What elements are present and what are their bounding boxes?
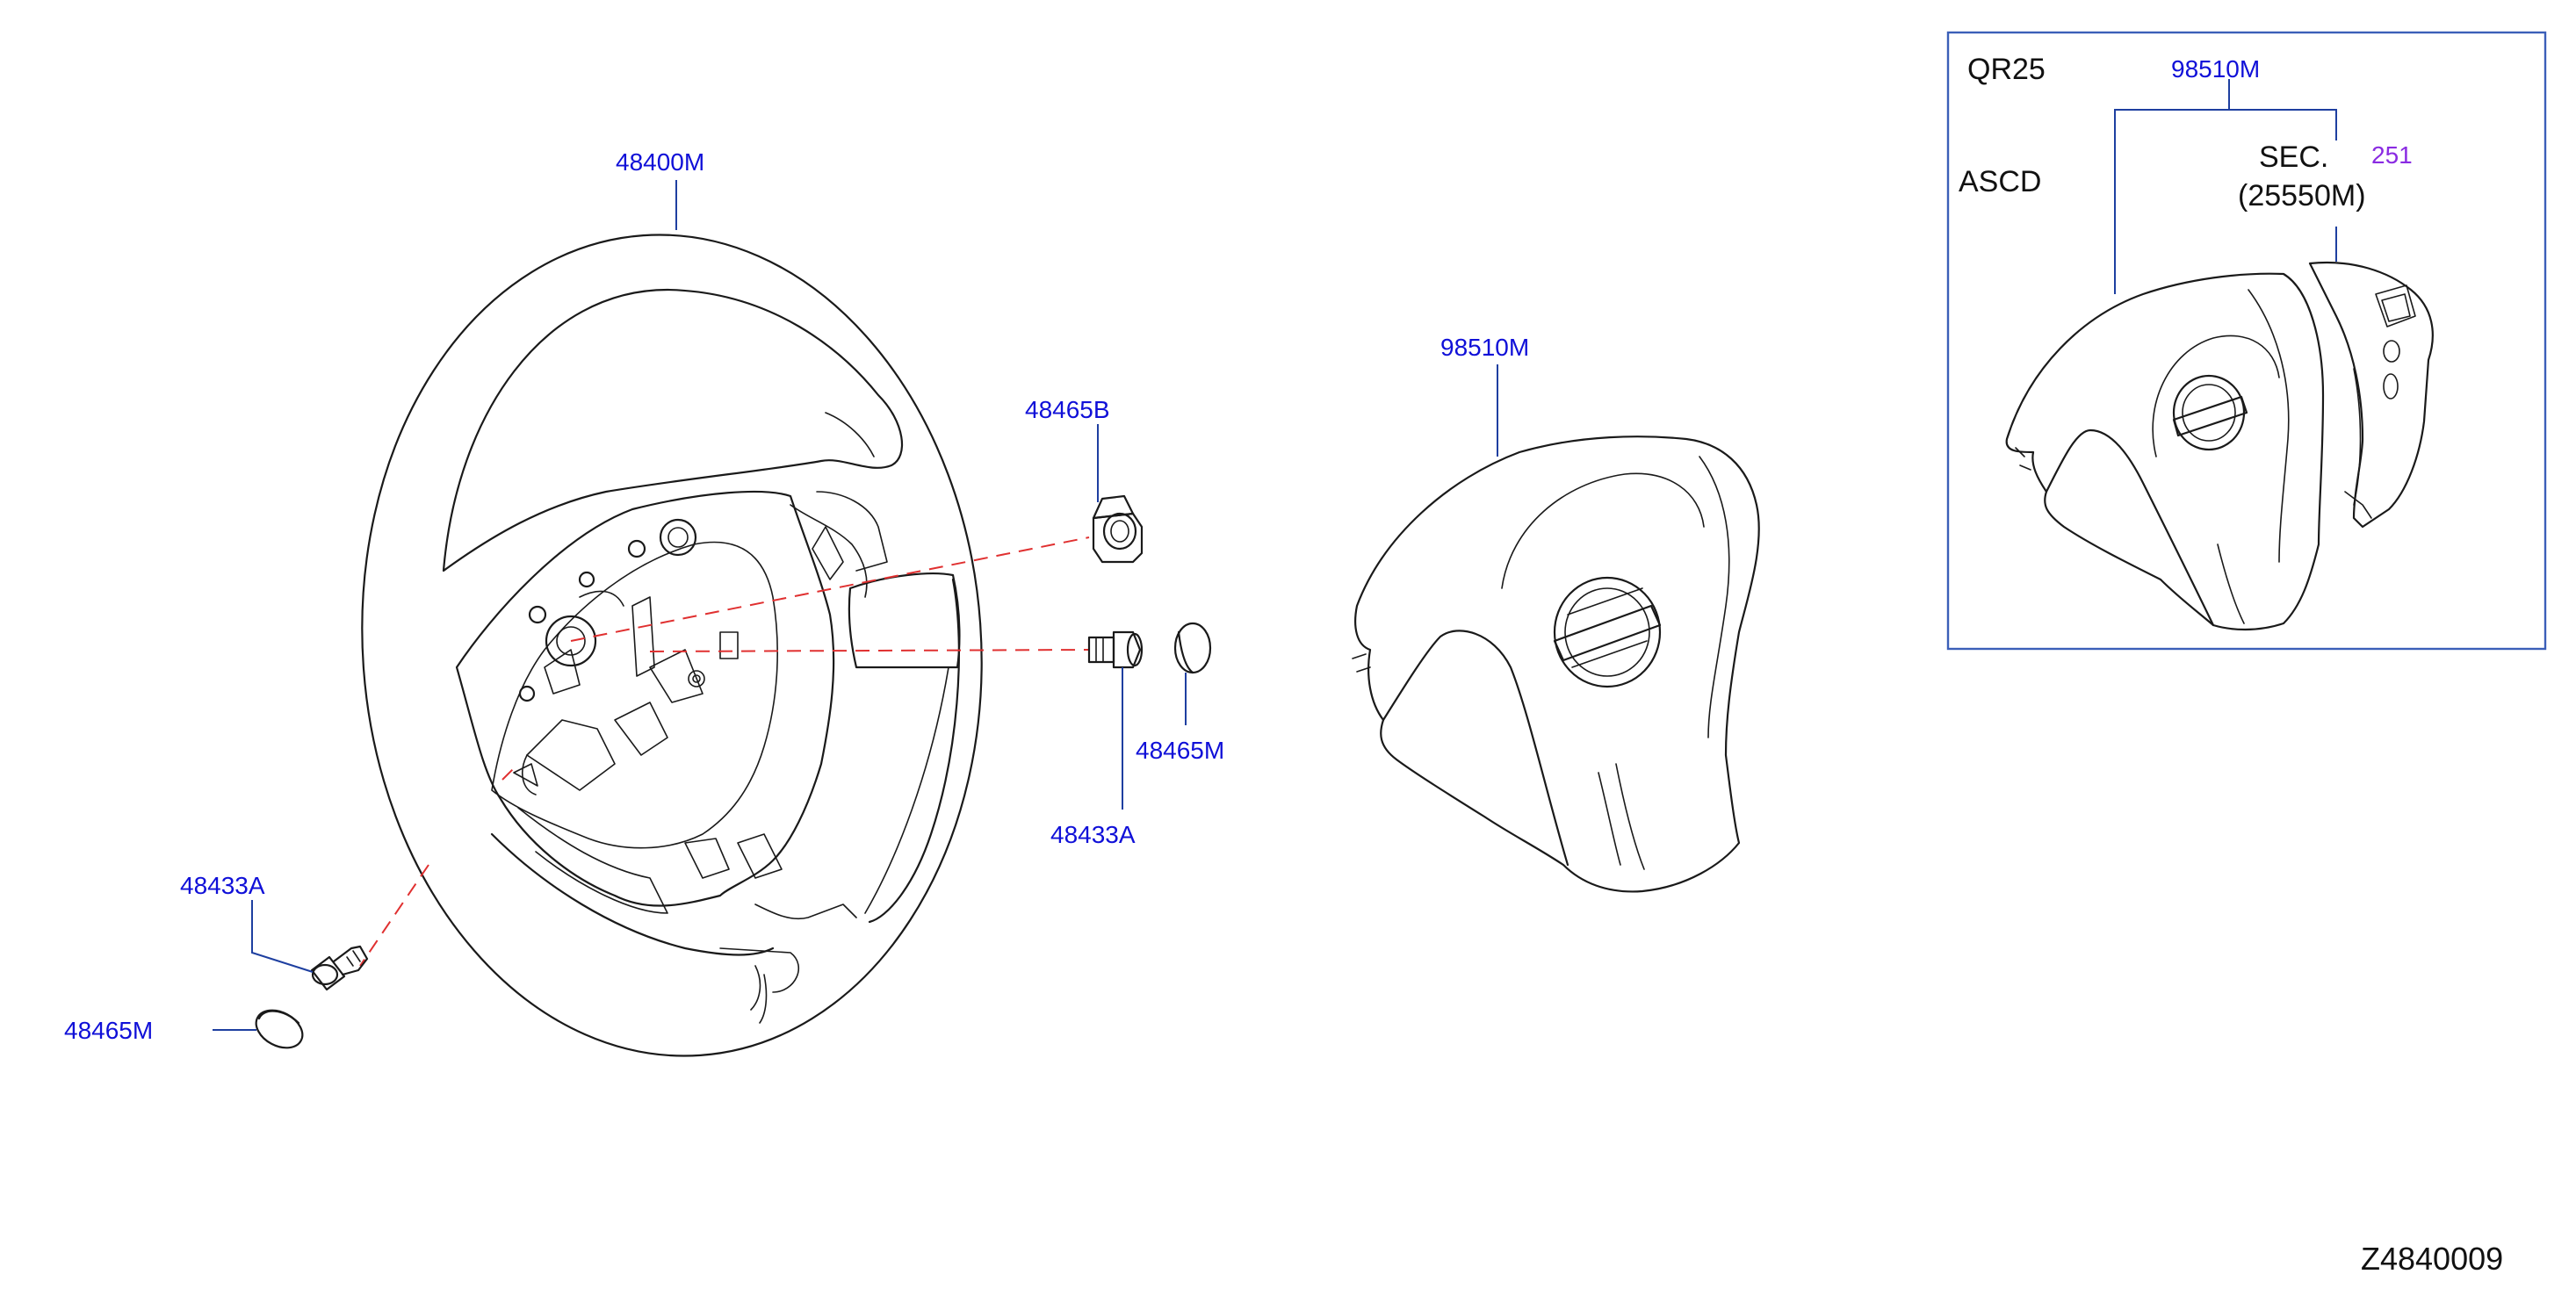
- inset-callout-98510m: 98510M: [2171, 55, 2260, 83]
- callout-48433a-left: 48433A: [180, 872, 265, 899]
- inset-switch-unit: [2308, 261, 2434, 529]
- bolt-center: [1087, 630, 1144, 669]
- callout-48465m-left: 48465M: [64, 1017, 153, 1044]
- callout-48433a-center: 48433A: [1050, 821, 1136, 848]
- inset-engine-label: QR25: [1967, 53, 2046, 86]
- section-label: SEC.: [2259, 140, 2328, 174]
- inset-airbag-module: [2005, 272, 2325, 631]
- assembly-guides: [359, 536, 1090, 967]
- callout-48465m-center: 48465M: [1136, 737, 1224, 764]
- bushing: [1092, 494, 1144, 564]
- inset-frame: [1946, 31, 2547, 651]
- callout-48465b: 48465B: [1025, 396, 1110, 423]
- bolt-left: [310, 945, 369, 991]
- cap-left: [255, 1009, 304, 1049]
- airbag-module: [1352, 436, 1760, 893]
- callout-98510m: 98510M: [1440, 334, 1529, 361]
- diagram-code: Z4840009: [2361, 1241, 2503, 1277]
- section-link-251[interactable]: 251: [2371, 141, 2413, 169]
- steering-wheel: [361, 234, 983, 1057]
- leader-lines: [213, 79, 2337, 1031]
- inset-option-label: ASCD: [1959, 165, 2041, 198]
- callout-48400m: 48400M: [616, 148, 704, 176]
- cap-center: [1173, 622, 1212, 674]
- inset-callout-25550m: (25550M): [2238, 179, 2366, 212]
